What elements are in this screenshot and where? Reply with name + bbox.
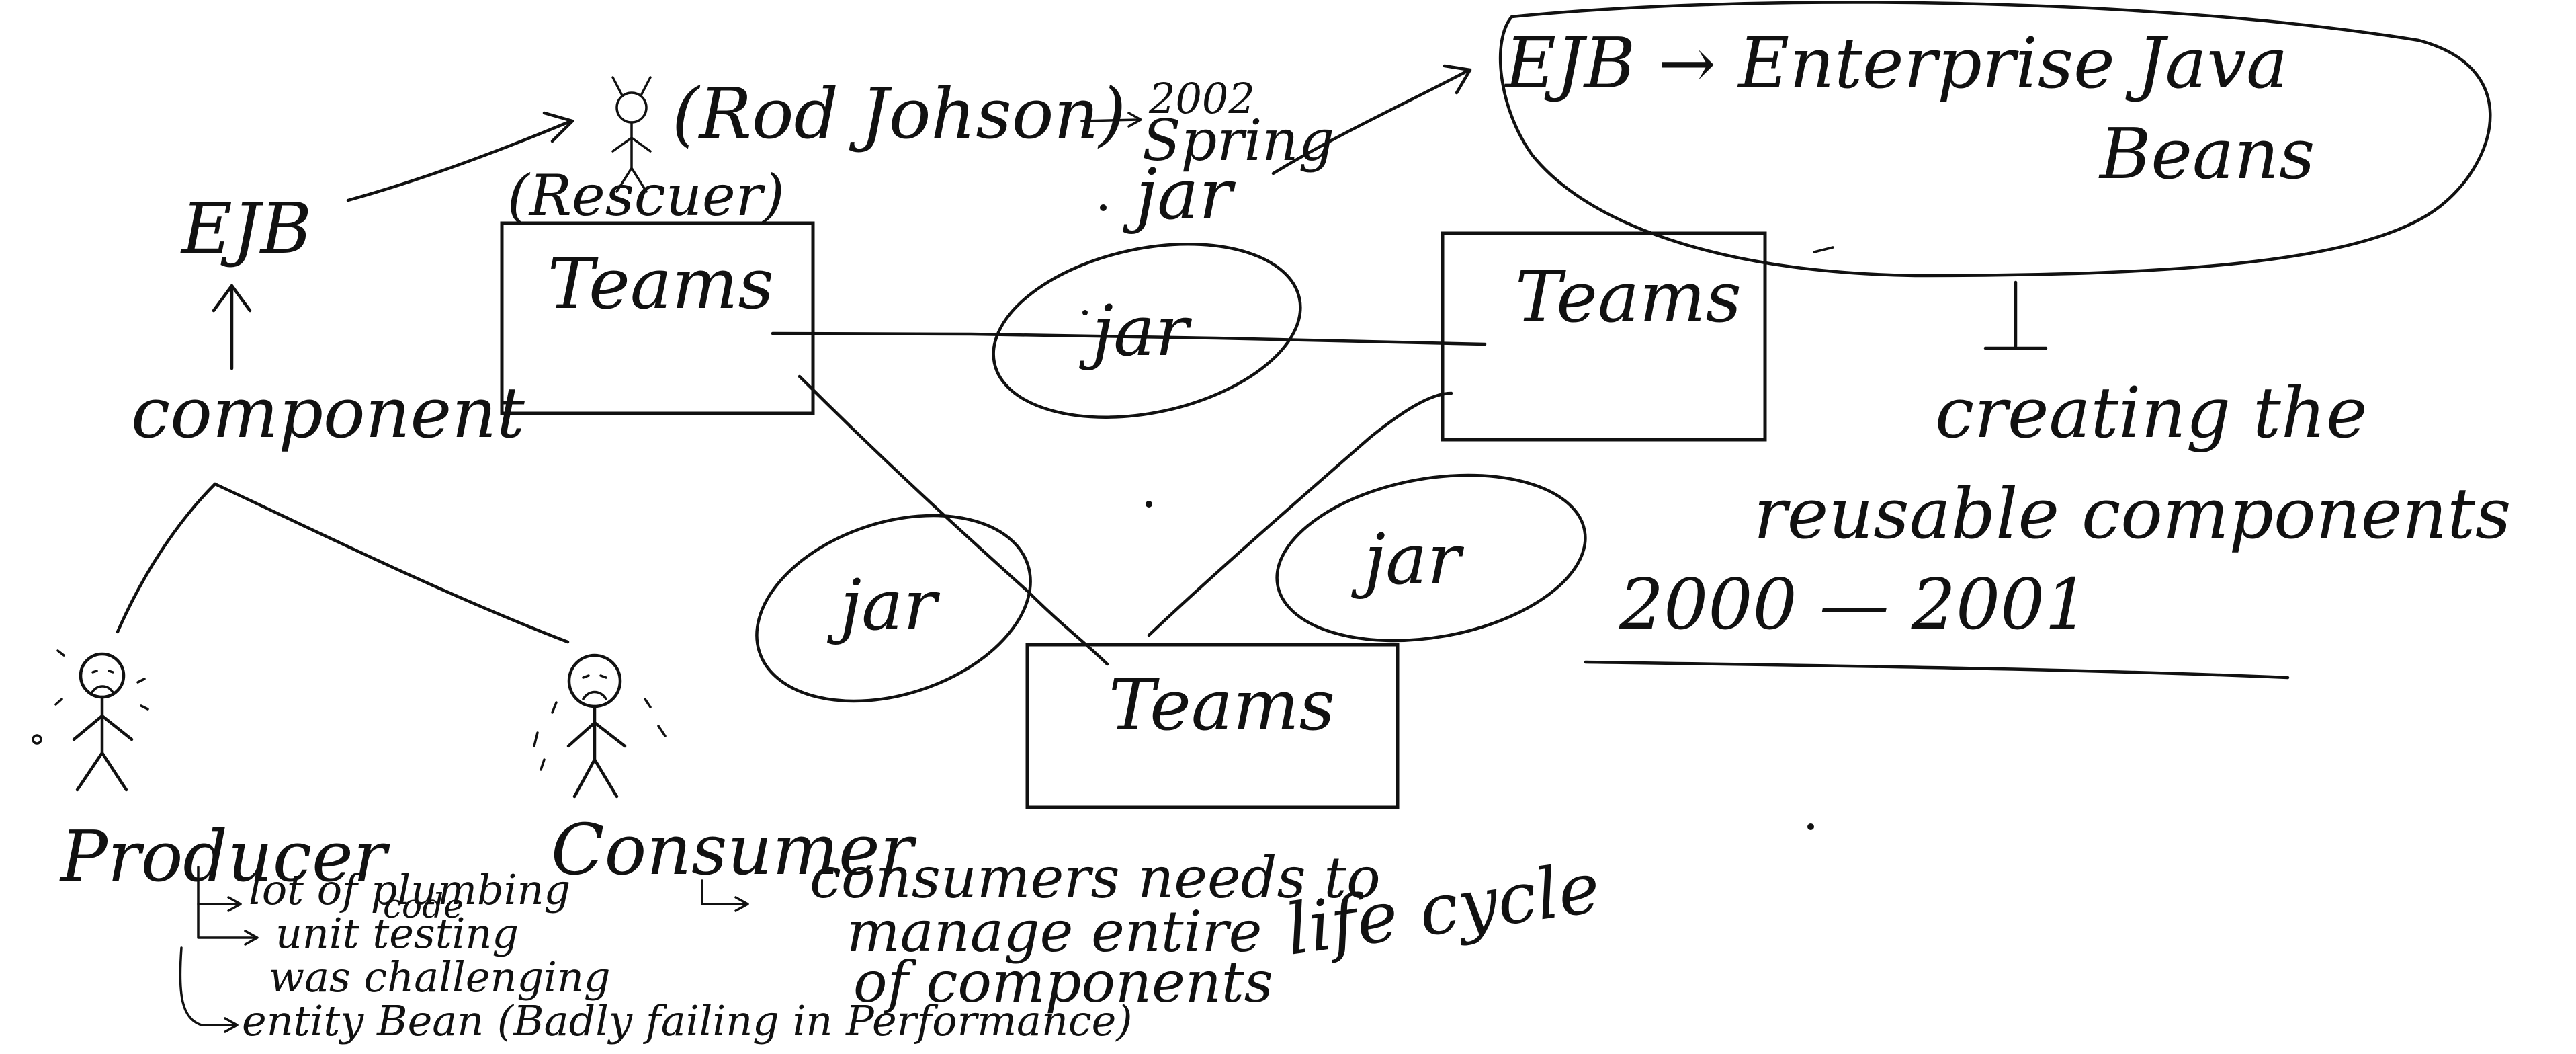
component-label: component [131, 372, 525, 454]
ejb-definition-cloud [1498, 1, 2492, 278]
team-box-right-label: Teams [1515, 256, 1742, 338]
arrow-rod-to-spring-head [1127, 112, 1142, 128]
stray-dot [1807, 823, 1814, 830]
connector-right-bottom [1147, 391, 1453, 637]
jar-top-label: jar [1079, 290, 1192, 372]
jar-ellipse-bottom-right [1275, 473, 1587, 643]
connector-left-right [771, 331, 1487, 346]
arrow-ejb-to-rod-head [542, 111, 574, 143]
ejb-years-label: 2000 — 2001 [1619, 563, 2089, 645]
consumer-figure-icon [533, 653, 667, 799]
producer-note-entity-bean: entity Bean (Badly failing in Performanc… [242, 996, 1133, 1045]
jar-ellipse-top [992, 243, 1302, 419]
stray-dot [1082, 310, 1088, 315]
ejb-definition-line1: EJB → Enterprise Java [1504, 22, 2288, 104]
consumer-label: Consumer [551, 809, 917, 891]
spring-label: Spring [1142, 108, 1334, 173]
arrow-jar-to-ejb [1271, 69, 1470, 175]
spring-year-label: 2002 [1148, 74, 1255, 123]
ejb-label-left: EJB [180, 188, 312, 270]
consumer-note-line1: consumers needs to [810, 845, 1381, 911]
team-box-bottom [1025, 643, 1400, 809]
jar-ellipse-bottom-left [755, 514, 1032, 703]
producer-arrow-1-head [227, 896, 242, 912]
consumer-arrow [701, 879, 747, 905]
producer-figure-icon [32, 649, 149, 792]
team-box-bottom-label: Teams [1109, 664, 1335, 746]
producer-note-plumbing: lot of plumbing [249, 865, 570, 914]
stray-dot [1146, 501, 1152, 508]
arrow-jar-to-ejb-head [1443, 64, 1472, 95]
jar-bottom-left-label: jar [827, 564, 940, 646]
branch-to-consumer [213, 482, 570, 644]
rescuer-figure-icon [611, 76, 652, 193]
rescuer-label: (Rescuer) [507, 163, 785, 229]
arrow-ejb-to-rod [346, 119, 573, 202]
producer-arrow-3 [179, 946, 237, 1026]
cloud-down-mark [1983, 280, 2048, 350]
producer-arrow-2 [197, 903, 257, 939]
ejb-note-line1: creating the [1935, 372, 2368, 454]
consumer-arrow-head [734, 896, 749, 912]
producer-note-code: code [383, 887, 464, 926]
rod-name-label: (Rod Johson) [672, 73, 1126, 155]
stray-dot [1100, 204, 1107, 211]
team-box-left-label: Teams [548, 243, 774, 325]
arrow-component-to-ejb-head [212, 284, 252, 313]
producer-arrow-3-head [224, 1017, 239, 1033]
team-box-right [1441, 231, 1767, 442]
jar-bottom-right-label: jar [1351, 518, 1464, 600]
ejb-note-line2: reusable components [1754, 473, 2511, 555]
stray-mark [1813, 246, 1834, 253]
connector-left-bottom [798, 374, 1109, 666]
producer-note-challenging: was challenging [269, 952, 611, 1002]
producer-arrow-2-head [244, 930, 259, 946]
arrow-rod-to-spring [1080, 118, 1140, 122]
team-box-left [500, 221, 815, 415]
ejb-definition-line2: Beans [2098, 113, 2315, 195]
producer-label: Producer [59, 815, 390, 897]
ejb-years-underline [1584, 660, 2290, 680]
spring-jar-label: jar [1123, 153, 1236, 235]
consumer-note-line3: of components [853, 949, 1273, 1015]
producer-note-unit-testing: unit testing [275, 909, 519, 958]
branch-to-producer [116, 482, 217, 634]
consumer-note-line2: manage entire [847, 899, 1262, 965]
